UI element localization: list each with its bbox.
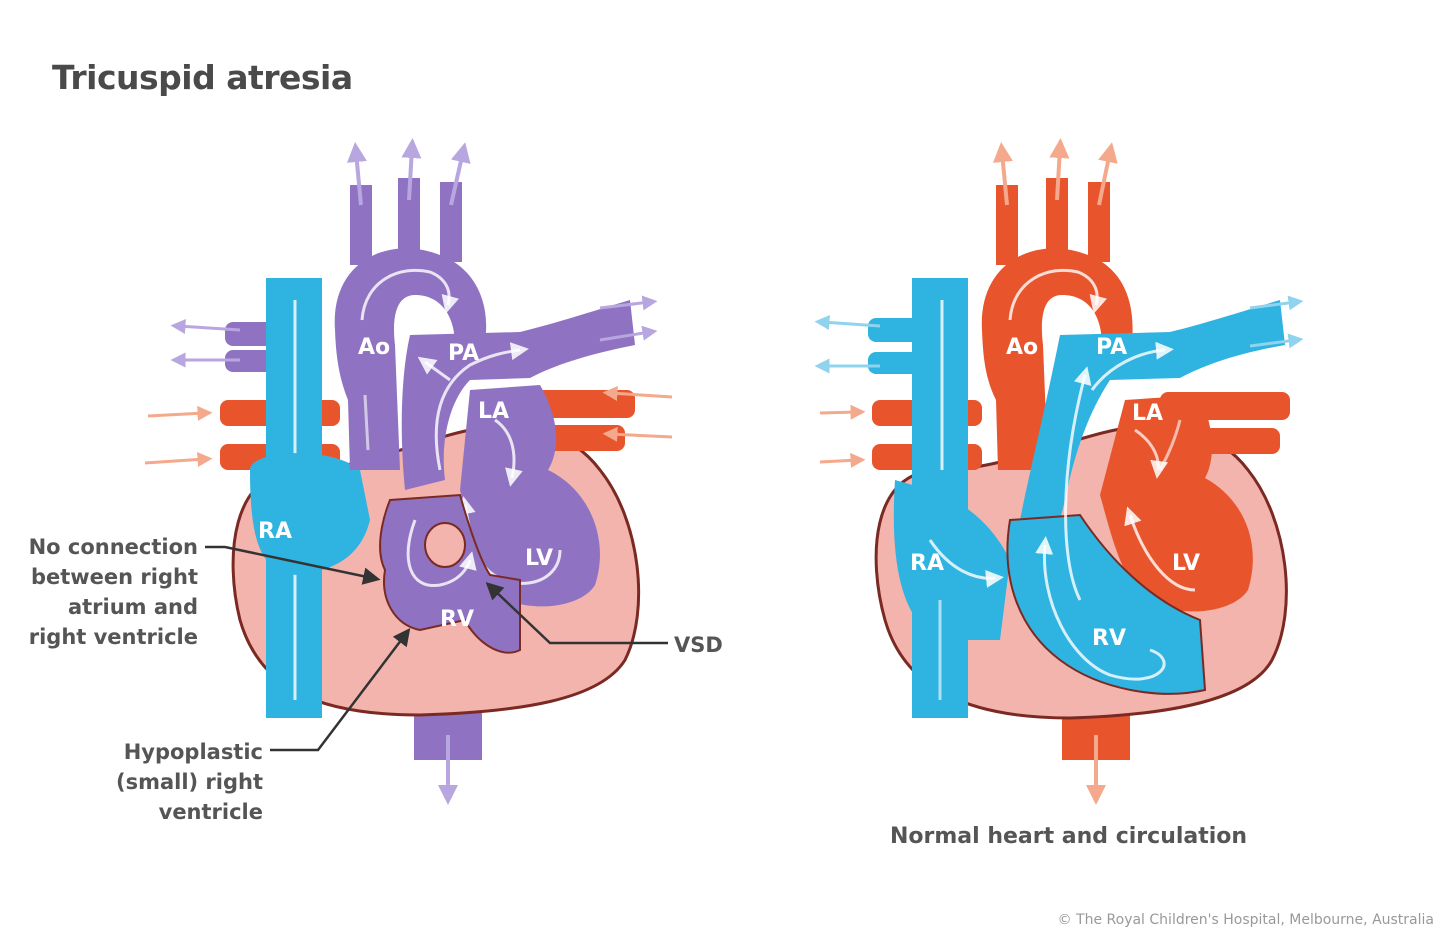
label-ra-left: RA [258, 519, 292, 544]
callout-no-connection: No connection between right atrium and r… [28, 535, 198, 649]
callout-vsd: VSD [674, 633, 723, 657]
label-ao-right: Ao [1006, 335, 1038, 360]
label-rv-left: RV [440, 607, 474, 632]
label-la-right: LA [1132, 401, 1163, 426]
label-lv-left: LV [525, 546, 553, 571]
page-title: Tricuspid atresia [52, 58, 353, 97]
label-rv-right: RV [1092, 626, 1126, 651]
label-ra-right: RA [910, 551, 944, 576]
copyright-notice: © The Royal Children's Hospital, Melbour… [1057, 912, 1434, 928]
label-pa-left: PA [448, 341, 479, 366]
callout-line-vsd [485, 581, 668, 645]
callout-line-no-connection [205, 545, 381, 585]
tricuspid-atresia-heart: Ao PA LA RA LV RV [144, 138, 673, 805]
label-lv-right: LV [1172, 551, 1200, 576]
label-ao-left: Ao [358, 335, 390, 360]
label-pa-right: PA [1096, 335, 1127, 360]
normal-heart-caption: Normal heart and circulation [890, 824, 1248, 849]
callout-line-hypoplastic [270, 628, 411, 752]
callout-hypoplastic-rv: Hypoplastic (small) right ventricle [115, 740, 263, 824]
label-la-left: LA [478, 399, 509, 424]
normal-heart: Ao PA LA RA LV RV [814, 138, 1304, 805]
